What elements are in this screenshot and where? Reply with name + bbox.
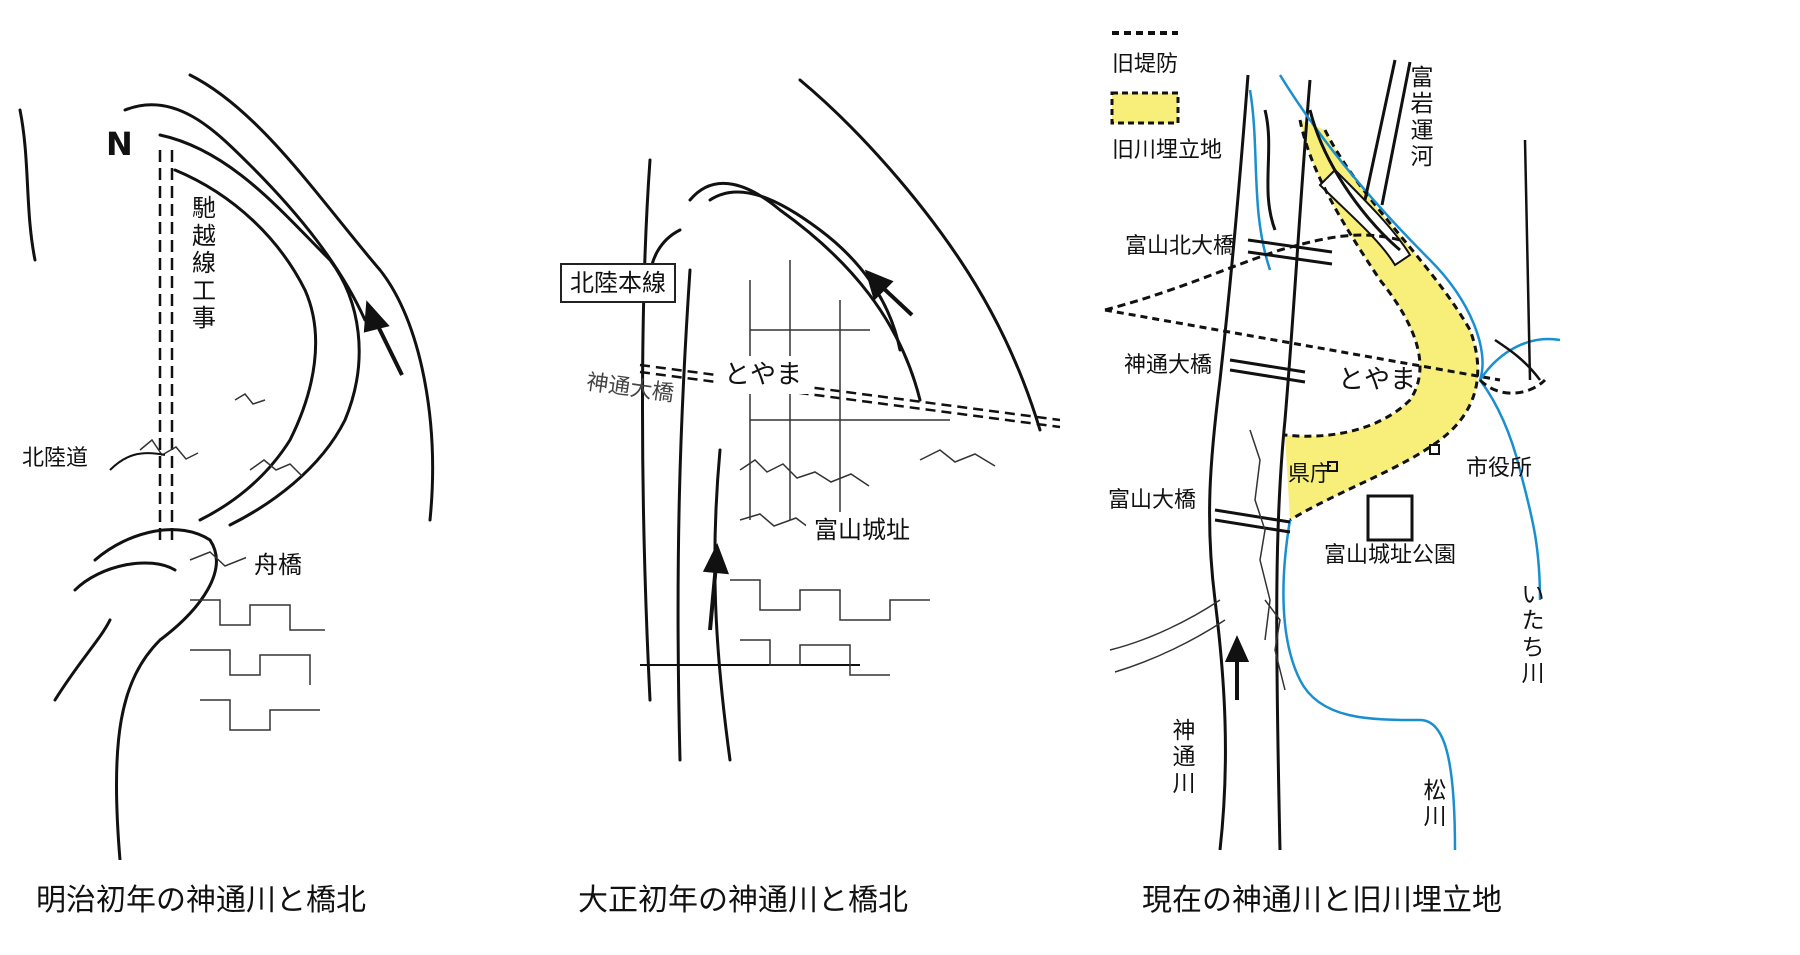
jintsu-bridge-label-present: 神通大橋 [1124, 353, 1213, 378]
north-arrow-label: N [106, 125, 133, 163]
legend-old-levee: 旧堤防 [1112, 52, 1179, 77]
legend-landfill-symbol [1110, 91, 1180, 125]
map-meiji: N 馳越線工事 北陸道 舟橋 明治初年の神通川と橋北 [0, 0, 470, 955]
caption-meiji: 明治初年の神通川と橋北 [36, 883, 366, 918]
map-meiji-drawing [18, 73, 435, 860]
jintsu-river-label: 神通川 [1172, 718, 1196, 797]
toyama-label-present: とやま [1338, 365, 1417, 395]
funabashi-label: 舟橋 [246, 547, 310, 583]
pref-office-label: 県庁 [1288, 462, 1333, 487]
itachi-river-label: いたち川 [1521, 582, 1545, 688]
map-taisho: 北陸本線 神通大橋 とやま 富山城址 大正初年の神通川と橋北 [560, 0, 1080, 955]
map-present-drawing [1104, 31, 1561, 851]
toyama-label-taisho: とやま [716, 356, 811, 394]
hokurikudo-label: 北陸道 [22, 446, 89, 471]
fugan-canal-label: 富岩運河 [1410, 65, 1434, 171]
map-taisho-drawing [639, 78, 1061, 762]
railway-work-label: 馳越線工事 [192, 194, 216, 333]
city-hall-label: 市役所 [1466, 456, 1533, 481]
toyama-bridge-label: 富山大橋 [1108, 488, 1197, 513]
map-present: 旧堤防 旧川埋立地 富岩運河 富山北大橋 神通大橋 とやま 市役所 県庁 富山大… [1100, 0, 1800, 955]
caption-present: 現在の神通川と旧川埋立地 [1142, 883, 1502, 918]
castle-park-label: 富山城址公園 [1324, 543, 1457, 568]
caption-taisho: 大正初年の神通川と橋北 [578, 883, 908, 918]
castle-site-label: 富山城址 [806, 512, 918, 548]
legend-old-river-landfill: 旧川埋立地 [1112, 138, 1223, 163]
matsu-river-label: 松川 [1423, 778, 1447, 831]
toyama-kita-bridge-label: 富山北大橋 [1125, 234, 1236, 259]
hokuriku-line-label: 北陸本線 [560, 263, 676, 303]
